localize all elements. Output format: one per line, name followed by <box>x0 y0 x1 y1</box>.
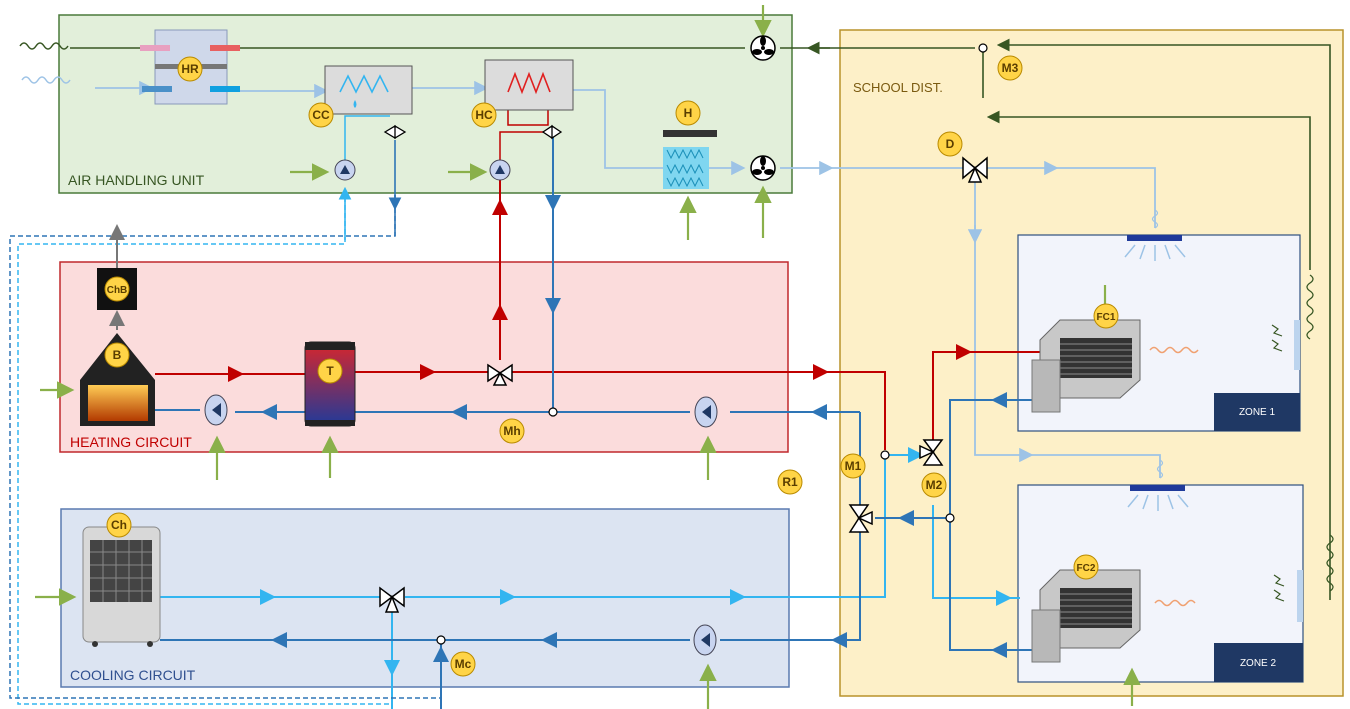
svg-text:M1: M1 <box>845 459 862 473</box>
pump-icon <box>694 625 716 655</box>
heating-coil-icon <box>485 60 573 110</box>
ahu-label: AIR HANDLING UNIT <box>68 172 205 188</box>
svg-text:HC: HC <box>475 108 493 122</box>
storage-tank-icon <box>305 342 355 426</box>
tag-mh: Mh <box>500 419 524 443</box>
tag-r1: R1 <box>778 470 802 494</box>
svg-text:Mh: Mh <box>503 424 520 438</box>
zone2-label: ZONE 2 <box>1240 658 1277 669</box>
tag-m2: M2 <box>922 473 946 497</box>
svg-text:HR: HR <box>181 62 199 76</box>
svg-text:D: D <box>946 137 955 151</box>
svg-text:Mc: Mc <box>455 657 472 671</box>
svg-text:FC2: FC2 <box>1077 563 1096 574</box>
tag-fc1: FC1 <box>1094 304 1118 328</box>
svg-text:M3: M3 <box>1002 61 1019 75</box>
svg-text:M2: M2 <box>926 478 943 492</box>
tag-b: B <box>105 343 129 367</box>
pump-icon <box>490 160 510 180</box>
zone1-label: ZONE 1 <box>1239 407 1276 418</box>
tag-hr: HR <box>178 57 202 81</box>
tag-chb: ChB <box>105 277 129 301</box>
pump-icon <box>205 395 227 425</box>
tag-mc: Mc <box>451 652 475 676</box>
svg-text:R1: R1 <box>782 475 798 489</box>
fan-icon <box>751 36 775 60</box>
heating-label: HEATING CIRCUIT <box>70 434 192 450</box>
fan-icon <box>751 156 775 180</box>
tag-hc: HC <box>472 103 496 127</box>
cooling-coil-icon <box>325 66 412 114</box>
school-label: SCHOOL DIST. <box>853 80 943 95</box>
tag-t: T <box>318 359 342 383</box>
svg-text:CC: CC <box>312 108 330 122</box>
cooling-label: COOLING CIRCUIT <box>70 667 196 683</box>
svg-text:FC1: FC1 <box>1097 312 1116 323</box>
svg-text:H: H <box>684 106 693 120</box>
svg-text:T: T <box>326 364 334 378</box>
svg-text:B: B <box>113 348 122 362</box>
tag-m1: M1 <box>841 454 865 478</box>
tag-m3: M3 <box>998 56 1022 80</box>
tag-fc2: FC2 <box>1074 555 1098 579</box>
tag-d: D <box>938 132 962 156</box>
tag-ch: Ch <box>107 513 131 537</box>
tag-cc: CC <box>309 103 333 127</box>
pump-icon <box>695 397 717 427</box>
pump-icon <box>335 160 355 180</box>
tag-h: H <box>676 101 700 125</box>
heating-region <box>60 262 788 452</box>
svg-text:Ch: Ch <box>111 518 127 532</box>
chiller-icon <box>83 527 160 647</box>
svg-text:ChB: ChB <box>107 285 128 296</box>
